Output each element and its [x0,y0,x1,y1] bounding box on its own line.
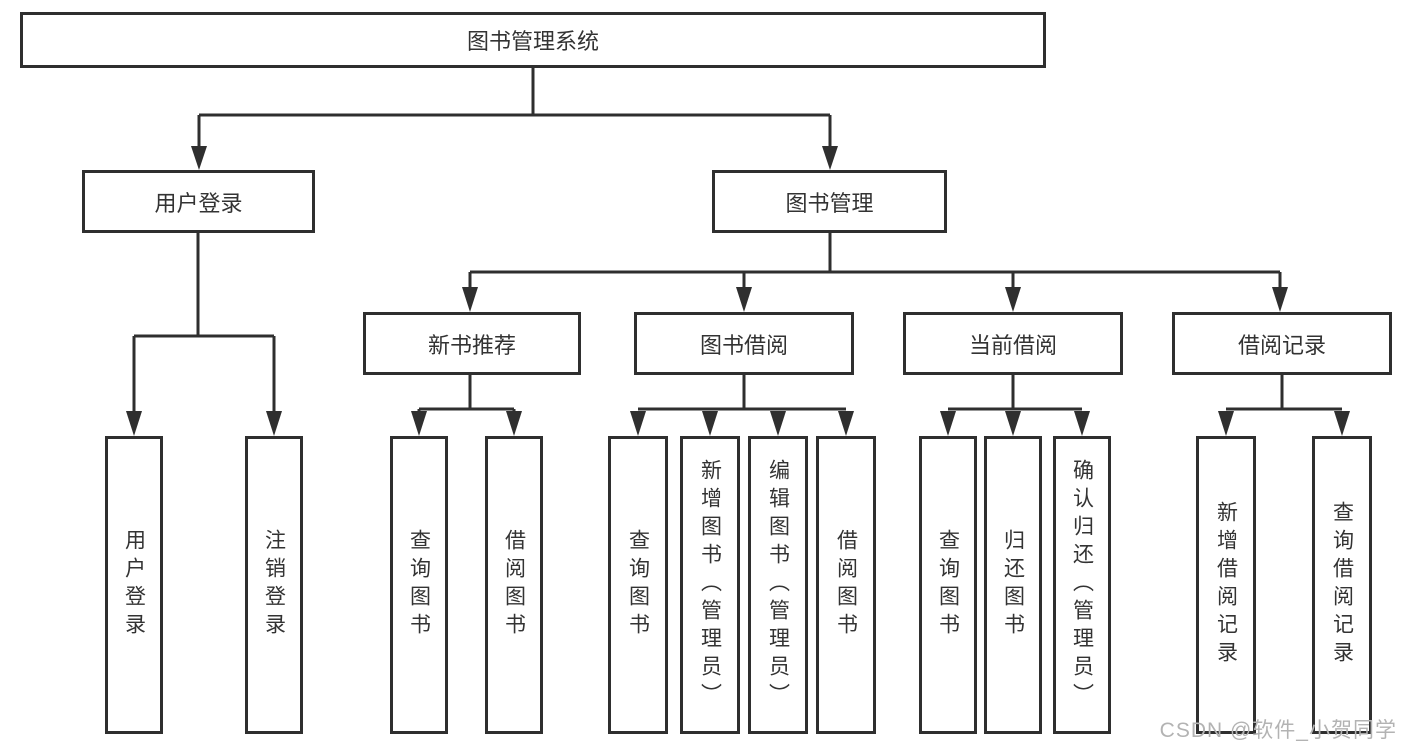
leaf-current-query-books: 查询图书 [919,436,977,734]
node-user-login: 用户登录 [82,170,315,233]
leaf-records-add-record: 新增借阅记录 [1196,436,1256,734]
leaf-borrow-query-books: 查询图书 [608,436,668,734]
node-current-borrowing: 当前借阅 [903,312,1123,375]
csdn-watermark: CSDN @软件_小贺同学 [1159,719,1397,742]
leaf-user-login: 用户登录 [105,436,163,734]
node-borrowing-records: 借阅记录 [1172,312,1392,375]
leaf-records-query-record: 查询借阅记录 [1312,436,1372,734]
leaf-borrow-borrow-books: 借阅图书 [816,436,876,734]
leaf-borrow-add-books-admin: 新增图书（管理员） [680,436,740,734]
leaf-logout: 注销登录 [245,436,303,734]
node-book-borrowing: 图书借阅 [634,312,854,375]
leaf-borrow-edit-books-admin: 编辑图书（管理员） [748,436,808,734]
leaf-newbook-borrow-books: 借阅图书 [485,436,543,734]
node-new-book-recommendation: 新书推荐 [363,312,581,375]
leaf-newbook-query-books: 查询图书 [390,436,448,734]
leaf-current-return-books: 归还图书 [984,436,1042,734]
node-library-management-system: 图书管理系统 [20,12,1046,68]
node-book-management: 图书管理 [712,170,947,233]
leaf-current-confirm-return-admin: 确认归还（管理员） [1053,436,1111,734]
